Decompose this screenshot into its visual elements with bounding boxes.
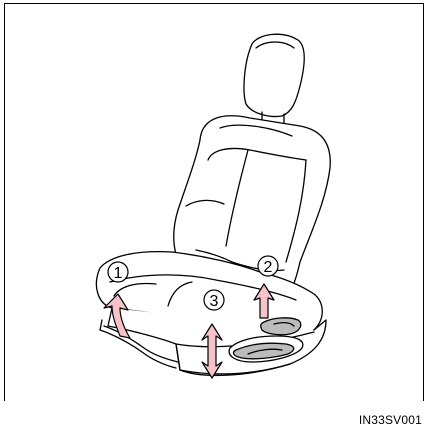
image-code: IN33SV001 bbox=[359, 413, 422, 427]
callout-label-2: 2 bbox=[264, 259, 273, 276]
headrest bbox=[244, 34, 304, 116]
lever-shade-2 bbox=[261, 318, 301, 335]
callout-label-1: 1 bbox=[114, 265, 123, 282]
callout-label-3: 3 bbox=[210, 293, 219, 310]
